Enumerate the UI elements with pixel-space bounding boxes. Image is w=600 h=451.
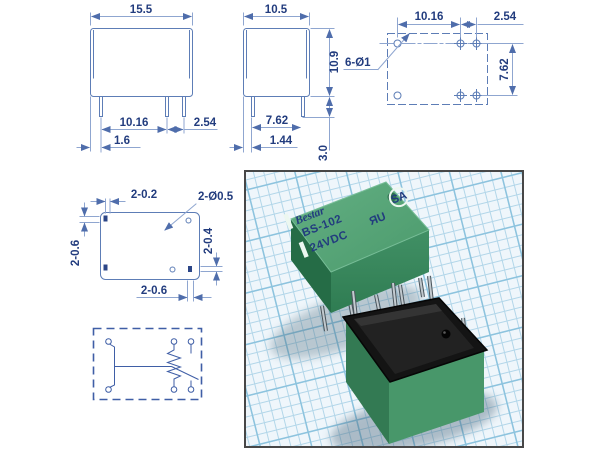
front-width-label: 15.5 (130, 4, 153, 16)
molding-bar (283, 213, 294, 230)
side-pin-span-label: 7.62 (266, 115, 288, 127)
csa-logo-icon (388, 187, 409, 208)
relay-flipped (341, 275, 489, 444)
front-edge-offset-label: 1.6 (114, 135, 130, 147)
bottom-view: 2-0.2 2-Ø0.5 2-0.6 2-0.4 2-0.6 (70, 189, 234, 302)
side-edge-offset-label: 1.44 (270, 135, 293, 147)
base-gloss (354, 304, 442, 326)
front-pin-span-label: 10.16 (120, 117, 149, 129)
side-height-label: 10.9 (329, 51, 341, 73)
ul-recognized-icon: ЯU (368, 211, 388, 228)
front-view: 15.5 10.16 2.54 1.6 (76, 4, 218, 153)
relay-photo: Bestar BS-102 24VDC ЯU SA (244, 170, 524, 448)
bottom-pin-left-label: 2-0.6 (70, 240, 82, 266)
bottom-pin-right-label: 2-0.4 (203, 227, 215, 254)
pcb-row-span-label: 7.62 (499, 58, 511, 80)
coil-common-wire (109, 343, 172, 388)
pcb-holes-label: 6-Ø1 (345, 57, 371, 69)
front-pin-pitch-label: 2.54 (194, 117, 217, 129)
schematic-view (92, 327, 203, 401)
relay-left-face (346, 318, 389, 444)
bottom-pin-width-label: 2-0.2 (131, 189, 157, 201)
side-view: 10.5 10.9 7.62 1.44 3.0 (229, 4, 341, 161)
relay-pins (351, 275, 468, 357)
molding-bar (298, 241, 309, 258)
coil-symbol (165, 344, 183, 387)
contact-switch (171, 344, 199, 387)
side-pin-length-label: 3.0 (318, 145, 330, 161)
vent-hole-highlight (443, 331, 446, 334)
pcb-pin-pitch-label: 2.54 (494, 11, 517, 23)
pcb-layout-view: 10.16 2.54 7.62 6-Ø1 (343, 11, 524, 105)
bottom-pin-bottom-label: 2-0.6 (141, 285, 167, 297)
side-width-label: 10.5 (265, 4, 288, 16)
csa-logo-text: SA (390, 190, 409, 207)
bottom-hole-dia-label: 2-Ø0.5 (198, 191, 234, 203)
relay-pins-highlight (321, 277, 424, 332)
relay-front-face (331, 230, 429, 313)
vent-hole (441, 329, 451, 339)
pcb-pin-span-label: 10.16 (415, 11, 444, 23)
relay-upright: Bestar BS-102 24VDC ЯU SA (283, 181, 430, 332)
relay-photo-overlay: Bestar BS-102 24VDC ЯU SA (270, 181, 498, 446)
